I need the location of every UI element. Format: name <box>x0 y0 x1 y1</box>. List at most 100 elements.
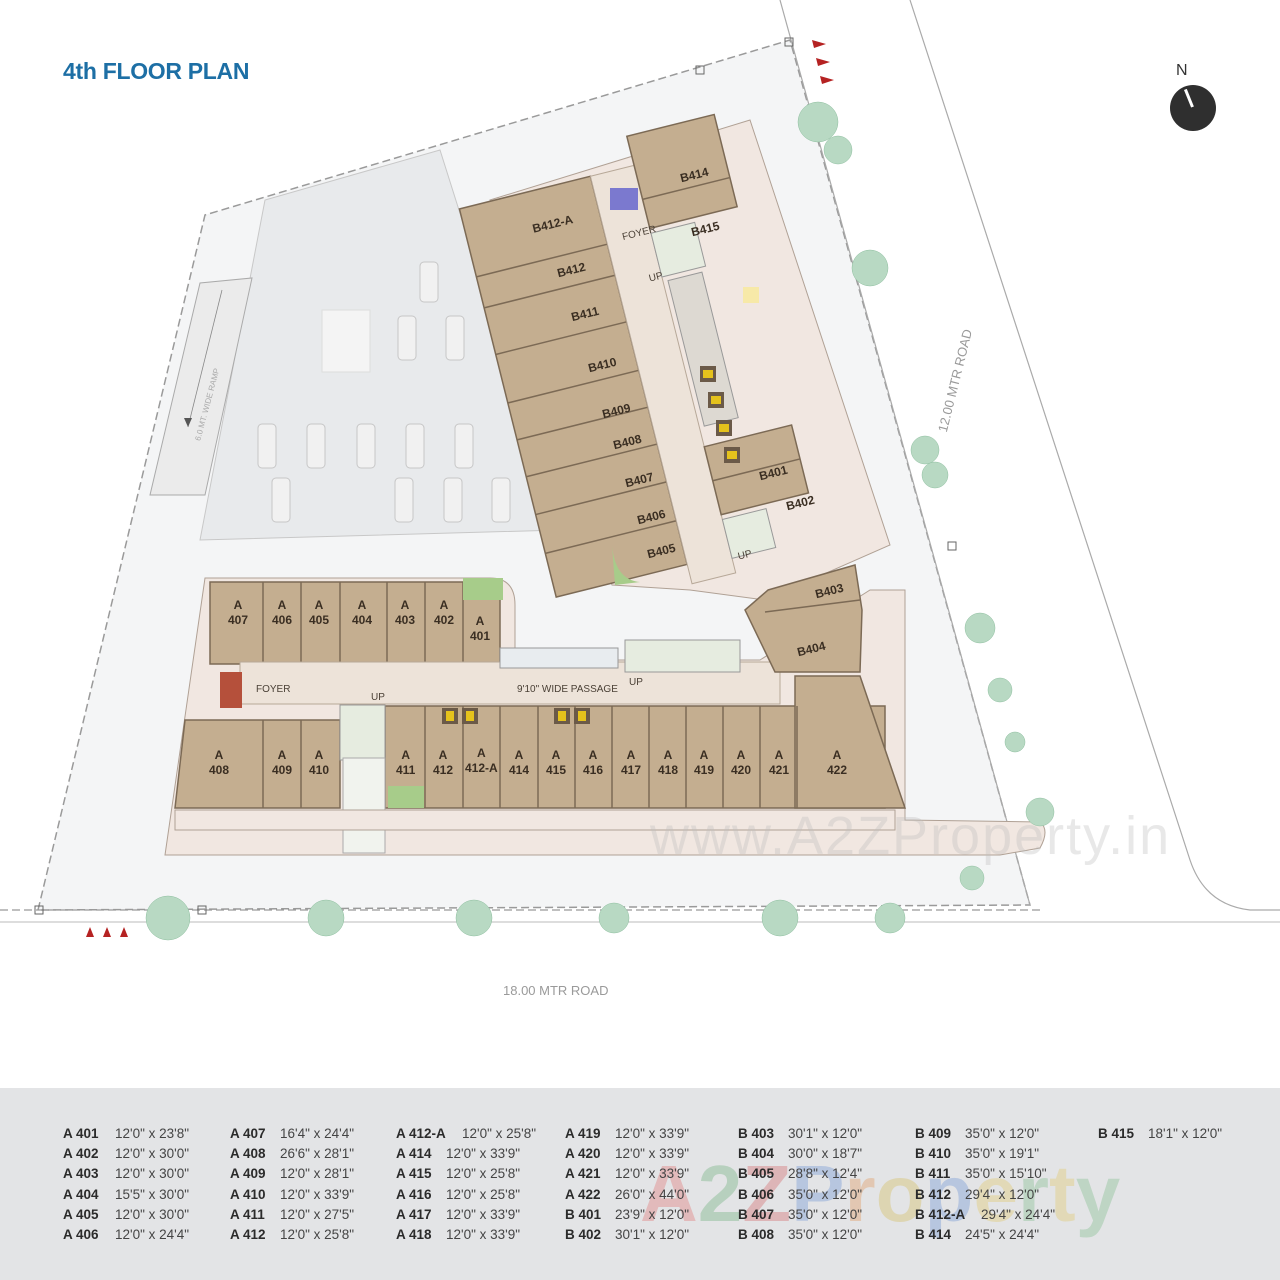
boundary-markers <box>34 37 957 915</box>
north-label: N <box>1176 62 1188 79</box>
table-watermark: A2ZProperty <box>640 1149 1121 1238</box>
ramp <box>149 277 253 496</box>
road-label-bottom: 18.00 MTR ROAD <box>503 983 609 998</box>
wing-a-bottom-dividers <box>262 706 798 808</box>
lift-icons <box>442 708 590 724</box>
foyer-red-block <box>220 672 242 708</box>
wing-b-units <box>458 113 810 598</box>
garden-icon <box>463 578 503 600</box>
foyer-blue-block <box>610 188 638 210</box>
garden-icon <box>612 545 640 585</box>
garden-icon <box>388 786 424 808</box>
ramp-arrow-icon <box>184 418 192 427</box>
watermark: www.A2ZProperty.in <box>650 806 1172 866</box>
entry-arrows-icon <box>86 40 834 937</box>
parking-stair <box>321 309 371 373</box>
page-title: 4th FLOOR PLAN <box>63 58 250 84</box>
passage-label: 9'10" WIDE PASSAGE <box>517 684 618 695</box>
stair-core-passage <box>624 639 741 673</box>
lift-icons-b <box>700 366 740 463</box>
north-arrow-icon <box>1170 85 1216 131</box>
stair-shaft-a <box>342 757 386 854</box>
road-edge <box>909 0 1280 911</box>
wing-a-top-block <box>209 581 501 665</box>
wing-b-lower-block <box>744 564 863 673</box>
yellow-marker <box>743 287 759 303</box>
up-label-a: UP <box>371 692 385 703</box>
unit-a422-block <box>794 675 907 809</box>
floor-plan-drawing <box>0 0 1280 941</box>
balcony-band <box>174 809 896 831</box>
stair-core-a <box>339 704 386 761</box>
foyer-label-a: FOYER <box>256 684 291 695</box>
road-edge <box>779 0 1031 906</box>
up-label-passage: UP <box>629 677 643 688</box>
car-icons <box>257 261 511 523</box>
wing-a-bottom-block <box>174 719 341 809</box>
